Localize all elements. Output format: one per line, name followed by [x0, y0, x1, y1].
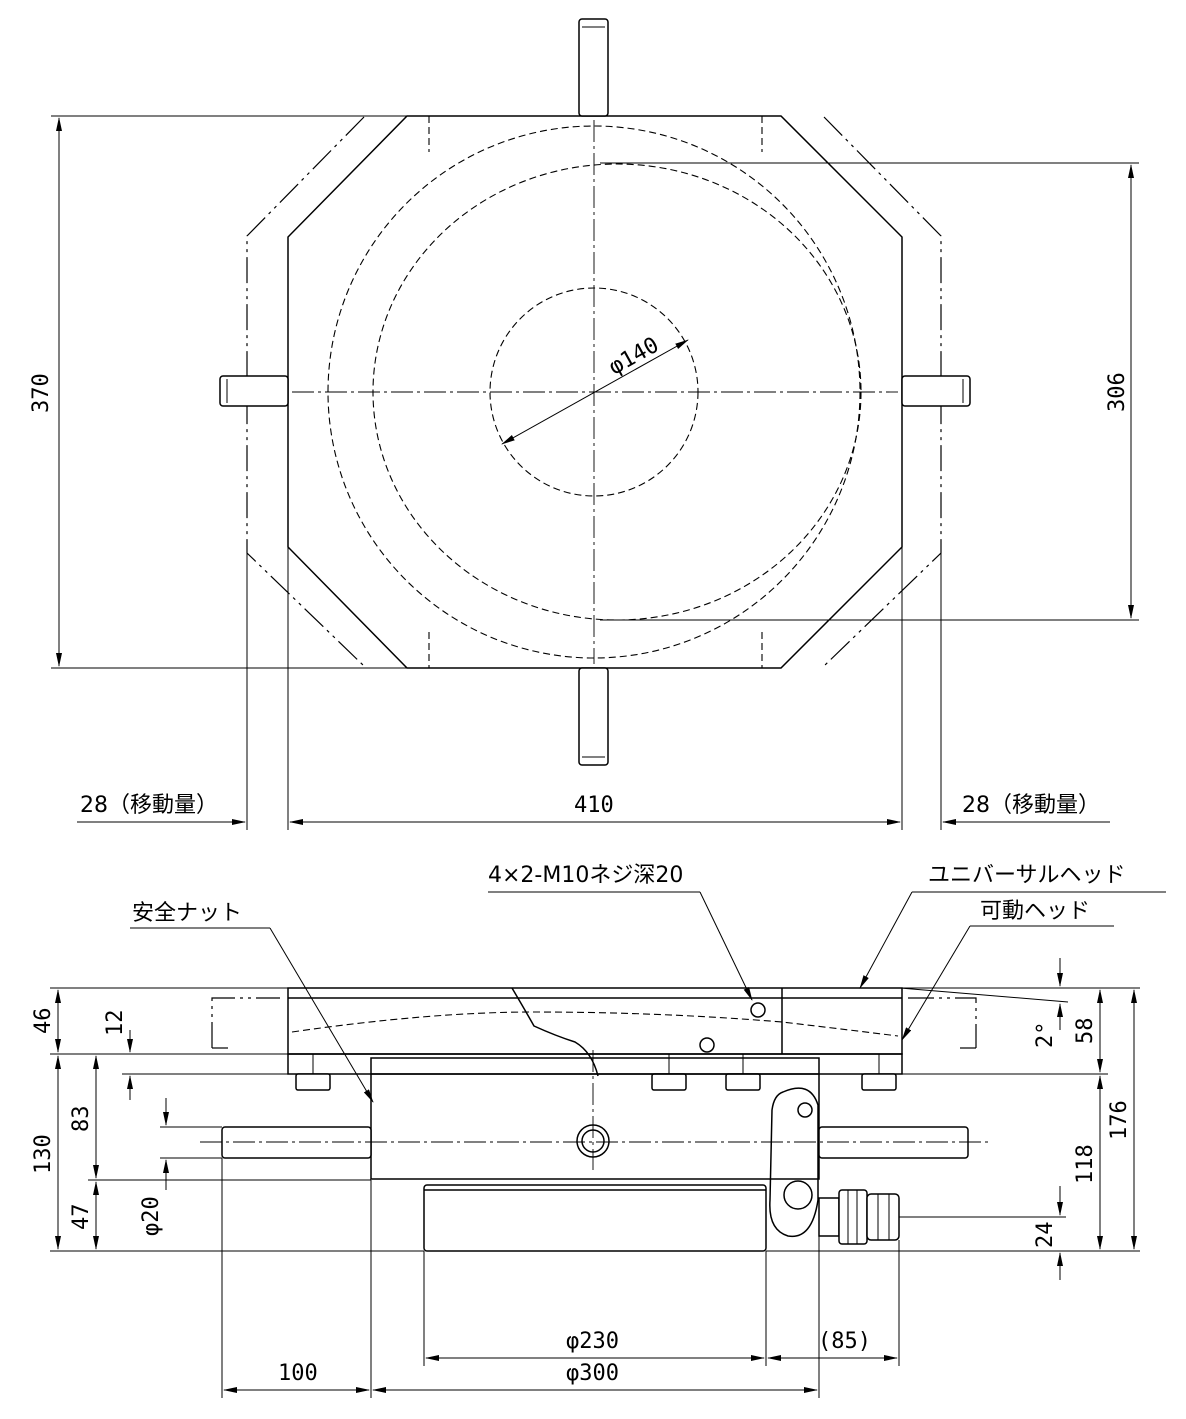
dim-12-label: 12 — [103, 1010, 128, 1037]
side-view: 安全ナット 4×2-M10ネジ深20 ユニバーサルヘッド 可動ヘッド 46 12… — [31, 863, 1166, 1398]
label-tapped-holes: 4×2-M10ネジ深20 — [488, 863, 683, 888]
dim-46-label: 46 — [31, 1008, 56, 1035]
dim-100-label: 100 — [278, 1361, 318, 1386]
top-view: φ140 370 306 410 28（移動量） 28（移動量） — [29, 18, 1139, 830]
dim-travel-left-label: 28（移動量） — [80, 793, 218, 818]
dim-circle-label: φ140 — [605, 333, 663, 381]
side-pin-right — [818, 1126, 969, 1159]
dim-130-label: 130 — [31, 1134, 56, 1174]
dim-width-label: 410 — [574, 793, 614, 818]
dim-118-label: 118 — [1073, 1144, 1098, 1184]
label-safety-nut: 安全ナット — [132, 901, 242, 926]
dim-travel-right-label: 28（移動量） — [962, 793, 1100, 818]
dim-83-label: 83 — [69, 1106, 94, 1133]
tapped-hole-2 — [699, 1037, 715, 1053]
dim-85-label: (85) — [818, 1329, 871, 1354]
safety-bolts — [295, 1054, 897, 1091]
dim-phi300-label: φ300 — [566, 1361, 619, 1386]
dim-phi230-label: φ230 — [566, 1329, 619, 1354]
dim-24-label: 24 — [1033, 1222, 1058, 1249]
dim-47-label: 47 — [69, 1204, 94, 1231]
dim-circle-line — [501, 339, 689, 445]
dim-176-label: 176 — [1107, 1100, 1132, 1140]
leader-tapped-holes — [699, 891, 753, 1001]
dim-58-label: 58 — [1073, 1018, 1098, 1045]
dim-phi20-label: φ20 — [139, 1196, 164, 1236]
dim-2deg-label: 2° — [1033, 1022, 1058, 1049]
leader-movable-head — [901, 925, 971, 1041]
coupler-fitting — [818, 1189, 900, 1245]
dim-height-inner-label: 306 — [1105, 372, 1130, 412]
octagonal-plate — [287, 115, 903, 669]
lever-arm — [769, 1087, 819, 1238]
handle-pins — [219, 18, 971, 766]
cylinder-base — [423, 1184, 767, 1252]
leader-safety-nut — [269, 927, 374, 1103]
hidden-ticks — [428, 116, 763, 668]
tapped-hole-1 — [750, 1002, 766, 1018]
side-pin-left — [221, 1126, 372, 1159]
body-block — [370, 1057, 820, 1180]
label-universal-head: ユニバーサルヘッド — [928, 863, 1126, 888]
phantom-outline — [246, 116, 942, 667]
leader-universal-head — [859, 891, 913, 989]
dim-height-outer-label: 370 — [29, 373, 54, 413]
label-movable-head: 可動ヘッド — [980, 899, 1090, 924]
